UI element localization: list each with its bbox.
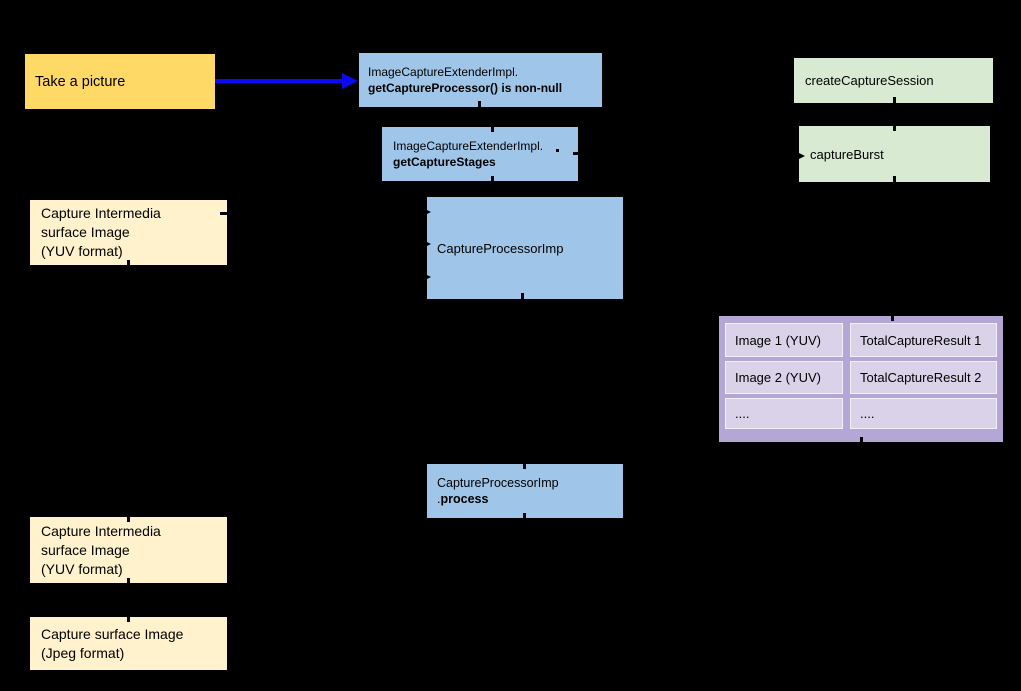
create-capture-session-label: createCaptureSession bbox=[805, 73, 934, 88]
table-cell-result-more: .... bbox=[850, 398, 997, 429]
connector-tick bbox=[127, 578, 130, 583]
connector-tick bbox=[127, 617, 130, 622]
class-name-label: ImageCaptureExtenderImpl. bbox=[393, 139, 544, 153]
get-capture-processor-box: ImageCaptureExtenderImpl. getCaptureProc… bbox=[359, 53, 602, 107]
method-label: getCaptureStages bbox=[393, 155, 496, 169]
arrowhead-icon bbox=[421, 272, 431, 282]
connector-tick bbox=[523, 513, 526, 518]
table-cell-result-1: TotalCaptureResult 1 bbox=[850, 323, 997, 357]
take-picture-box: Take a picture bbox=[25, 54, 215, 109]
connector-tick bbox=[893, 126, 896, 131]
class-name-label: ImageCaptureExtenderImpl. bbox=[368, 65, 519, 79]
surface-label-line3: (YUV format) bbox=[41, 243, 123, 259]
surface-label-line1: Capture Intermedia bbox=[41, 522, 161, 539]
arrowhead-icon bbox=[421, 239, 431, 249]
surface-label-line2: surface Image bbox=[41, 541, 130, 558]
capture-surface-jpeg-box: Capture surface Image (Jpeg format) bbox=[30, 617, 227, 670]
connector-tick bbox=[573, 152, 579, 155]
connector-tick bbox=[127, 517, 130, 522]
surface-label-line3: (YUV format) bbox=[41, 560, 123, 577]
connector-tick bbox=[893, 97, 896, 103]
capture-processor-imp-label: CaptureProcessorImp bbox=[437, 240, 564, 256]
table-cell-image-1: Image 1 (YUV) bbox=[725, 323, 843, 357]
arrowhead-icon bbox=[795, 151, 805, 161]
connector-tick bbox=[891, 316, 894, 321]
connector-tick bbox=[556, 149, 559, 152]
connector-tick bbox=[893, 176, 896, 182]
connector-tick bbox=[521, 293, 524, 299]
class-name-label: CaptureProcessorImp bbox=[437, 476, 559, 490]
table-cell-result-2: TotalCaptureResult 2 bbox=[850, 361, 997, 394]
capture-processor-imp-box: CaptureProcessorImp bbox=[427, 197, 623, 299]
capture-results-table: Image 1 (YUV) TotalCaptureResult 1 Image… bbox=[719, 316, 1003, 442]
connector-tick bbox=[127, 260, 130, 265]
capture-processor-process-box: CaptureProcessorImp .process bbox=[427, 464, 623, 518]
table-cell-image-2: Image 2 (YUV) bbox=[725, 361, 843, 394]
intermedia-surface-top-box: Capture Intermedia surface Image (YUV fo… bbox=[30, 200, 227, 265]
create-capture-session-box: createCaptureSession bbox=[794, 58, 993, 103]
method-dot: . bbox=[437, 492, 441, 506]
surface-label-line2: surface Image bbox=[41, 224, 130, 240]
surface-label-line1: Capture Intermedia bbox=[41, 205, 161, 221]
connector-tick bbox=[491, 127, 494, 132]
get-capture-stages-box: ImageCaptureExtenderImpl. getCaptureStag… bbox=[382, 127, 578, 181]
connector-tick bbox=[220, 212, 227, 215]
surface-label-line1: Capture surface Image bbox=[41, 625, 184, 642]
method-label: getCaptureProcessor() is non-null bbox=[368, 81, 563, 95]
flow-arrowhead-icon bbox=[342, 73, 358, 89]
method-name: process bbox=[440, 492, 489, 506]
connector-tick bbox=[523, 464, 526, 469]
arrowhead-icon bbox=[421, 207, 431, 217]
method-label: .process bbox=[437, 491, 623, 507]
table-cell-image-more: .... bbox=[725, 398, 843, 429]
capture-burst-label: captureBurst bbox=[810, 146, 884, 162]
intermedia-surface-bottom-box: Capture Intermedia surface Image (YUV fo… bbox=[30, 517, 227, 583]
flow-arrow-icon bbox=[215, 73, 358, 89]
connector-tick bbox=[478, 101, 481, 107]
connector-tick bbox=[491, 176, 494, 181]
capture-burst-box: captureBurst bbox=[799, 126, 990, 182]
flow-arrow-shaft bbox=[215, 79, 345, 83]
connector-tick bbox=[860, 437, 863, 442]
take-picture-label: Take a picture bbox=[35, 73, 126, 90]
surface-label-line2: (Jpeg format) bbox=[41, 644, 125, 661]
